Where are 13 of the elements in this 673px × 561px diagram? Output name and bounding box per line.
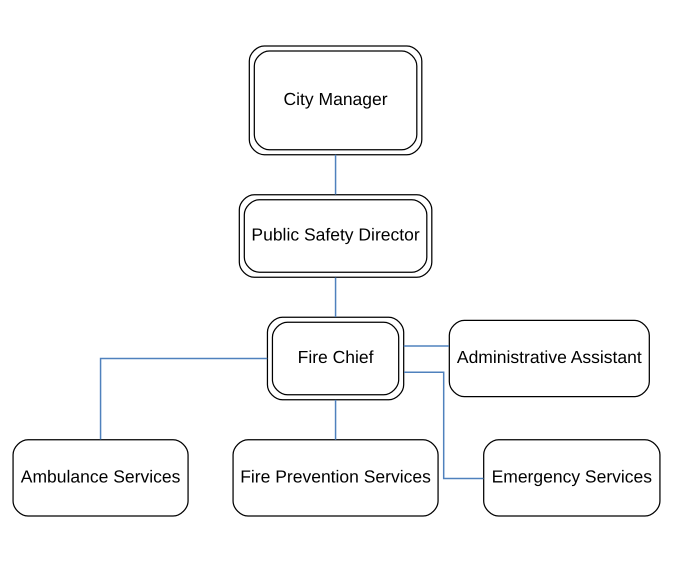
node-box: City Manager <box>248 44 422 155</box>
node-box: Fire Prevention Services <box>232 438 439 516</box>
connector <box>334 399 336 440</box>
connector <box>334 276 336 317</box>
connector <box>100 357 268 439</box>
node-box: Administrative Assistant <box>448 319 650 397</box>
node-box: Ambulance Services <box>12 438 189 516</box>
node-box: Public Safety Director <box>238 194 432 278</box>
connector <box>404 344 450 346</box>
connector <box>404 371 484 479</box>
node-box: Fire Chief <box>266 316 404 400</box>
connector <box>334 154 336 194</box>
node-box: Emergency Services <box>483 438 661 516</box>
